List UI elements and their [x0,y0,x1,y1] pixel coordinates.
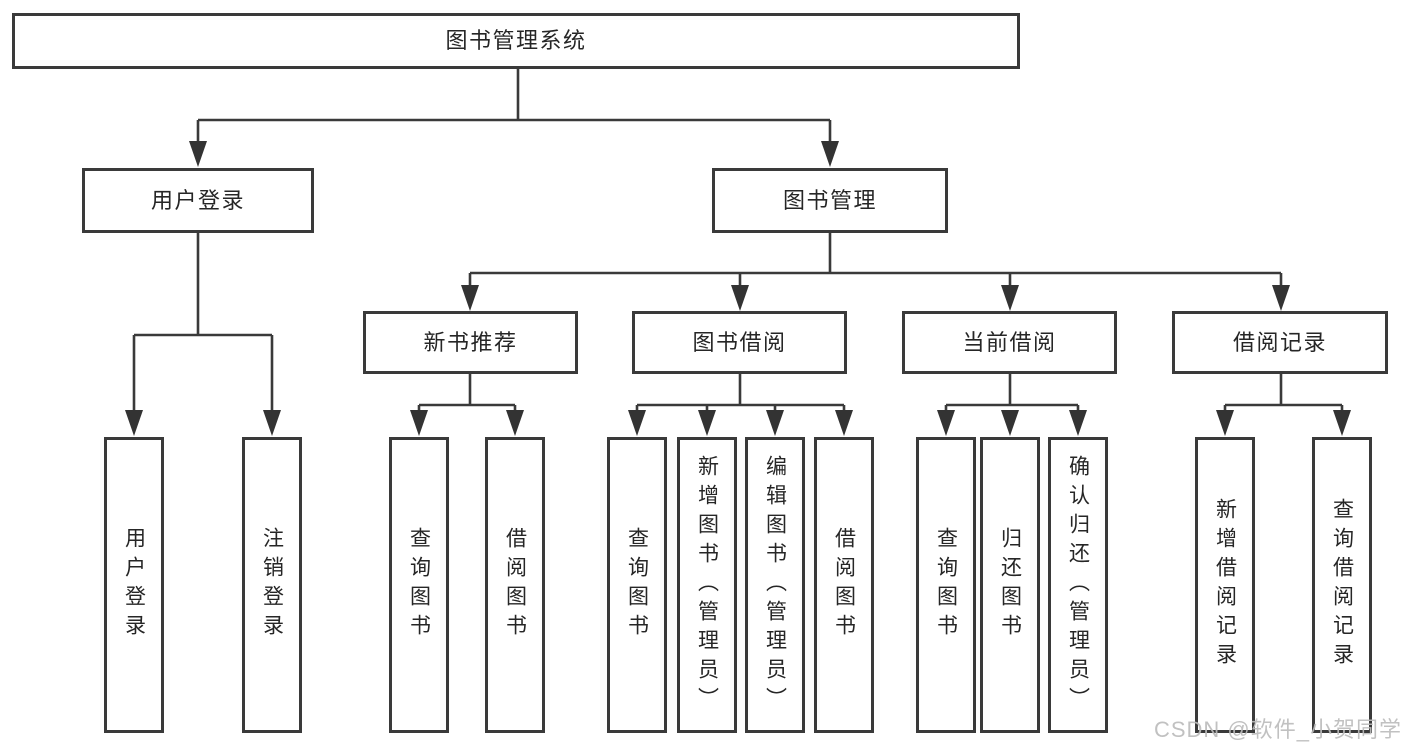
leaf-logout: 注销登录 [242,437,302,733]
node-borrowing-records-label: 借阅记录 [1232,329,1327,355]
leaf-query-books-current: 查询图书 [916,437,976,733]
leaf-add-borrow-record-label: 新增借阅记录 [1213,498,1237,672]
leaf-query-books-borrow: 查询图书 [607,437,667,733]
leaf-borrow-books-label: 借阅图书 [832,527,856,643]
leaf-query-books-rec: 查询图书 [389,437,449,733]
leaf-add-books-admin: 新增图书（管理员） [677,437,737,733]
node-book-borrowing-label: 图书借阅 [692,329,787,355]
node-current-borrowing-label: 当前借阅 [962,329,1057,355]
node-root-label: 图书管理系统 [445,28,587,53]
leaf-query-borrow-record-label: 查询借阅记录 [1330,498,1354,672]
leaf-confirm-return-admin: 确认归还（管理员） [1048,437,1108,733]
leaf-borrow-books: 借阅图书 [814,437,874,733]
node-book-borrowing: 图书借阅 [632,311,847,374]
node-user-login: 用户登录 [82,168,314,233]
leaf-edit-books-admin-label: 编辑图书（管理员） [763,454,787,716]
node-root-system: 图书管理系统 [12,13,1020,69]
leaf-logout-label: 注销登录 [260,527,284,643]
leaf-query-borrow-record: 查询借阅记录 [1312,437,1372,733]
leaf-query-books-rec-label: 查询图书 [407,527,431,643]
leaf-add-books-admin-label: 新增图书（管理员） [695,454,719,716]
leaf-edit-books-admin: 编辑图书（管理员） [745,437,805,733]
leaf-return-books-label: 归还图书 [998,527,1022,643]
leaf-borrow-books-rec: 借阅图书 [485,437,545,733]
leaf-query-books-borrow-label: 查询图书 [625,527,649,643]
leaf-return-books: 归还图书 [980,437,1040,733]
csdn-watermark: CSDN @软件_小贺同学 [1153,717,1402,742]
node-new-book-recommendation: 新书推荐 [363,311,578,374]
leaf-borrow-books-rec-label: 借阅图书 [503,527,527,643]
leaf-confirm-return-admin-label: 确认归还（管理员） [1066,454,1090,716]
leaf-add-borrow-record: 新增借阅记录 [1195,437,1255,733]
node-book-management: 图书管理 [712,168,948,233]
node-new-book-recommendation-label: 新书推荐 [423,329,518,355]
leaf-user-login: 用户登录 [104,437,164,733]
node-book-management-label: 图书管理 [782,187,877,213]
leaf-user-login-label: 用户登录 [122,527,146,643]
leaf-query-books-current-label: 查询图书 [934,527,958,643]
node-current-borrowing: 当前借阅 [902,311,1117,374]
node-user-login-label: 用户登录 [150,187,245,213]
node-borrowing-records: 借阅记录 [1172,311,1388,374]
